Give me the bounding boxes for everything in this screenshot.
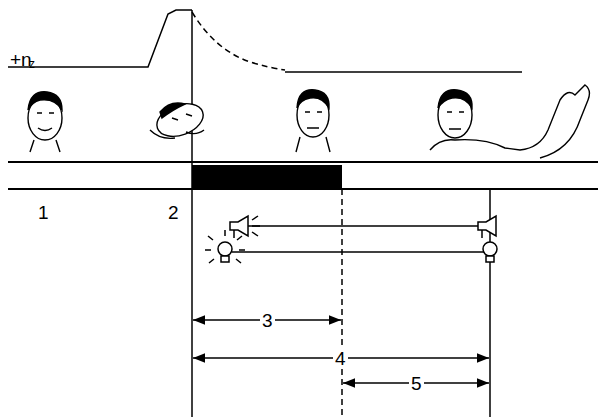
- profile-decay: [192, 12, 285, 70]
- lamp-symbol: [483, 242, 497, 262]
- person-face: [296, 90, 330, 152]
- brake-end-line: [341, 189, 343, 417]
- horn-symbol: [478, 216, 496, 238]
- person-face: [430, 85, 589, 158]
- lamp-symbol: [205, 230, 245, 263]
- dimension-number: 3: [260, 311, 275, 330]
- person-face: [28, 92, 62, 152]
- braking-zone: [192, 165, 342, 188]
- track-top: [8, 161, 598, 163]
- sound-line: [248, 225, 482, 227]
- person-face: [150, 98, 208, 143]
- onset-line: [191, 10, 193, 417]
- track-bottom: [8, 188, 598, 190]
- callout-number: 2: [166, 203, 181, 222]
- profile-curve: [8, 10, 192, 67]
- dimension-number: 5: [409, 374, 424, 393]
- profile-level: [285, 71, 522, 73]
- axis-subscript: z: [27, 58, 37, 70]
- callout-number: 1: [36, 203, 51, 222]
- horn-symbol: [230, 216, 260, 238]
- dimension-number: 4: [333, 349, 348, 368]
- light-line: [232, 251, 484, 253]
